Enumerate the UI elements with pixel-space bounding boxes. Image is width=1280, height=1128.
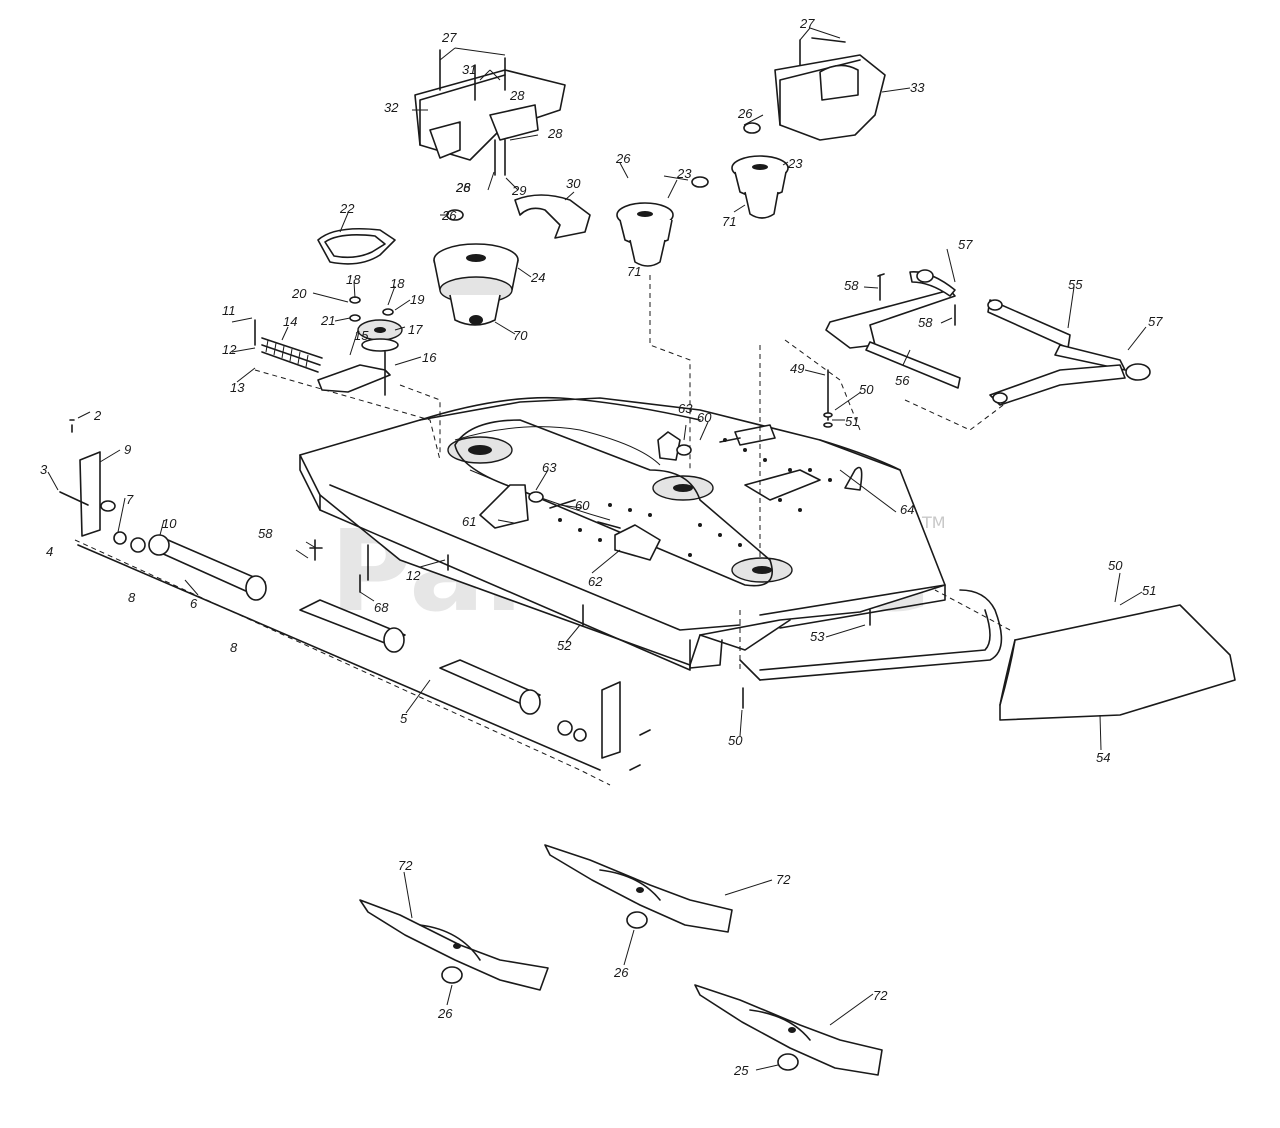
callout-4: 4 (46, 544, 53, 559)
callout-62: 62 (588, 574, 603, 589)
callout-60-top: 60 (697, 410, 712, 425)
callout-17: 17 (408, 322, 423, 337)
callout-72-top: 72 (776, 872, 791, 887)
callout-70: 70 (513, 328, 528, 343)
callout-13: 13 (230, 380, 245, 395)
callout-27-right: 27 (799, 16, 815, 31)
callout-14: 14 (283, 314, 297, 329)
callout-16: 16 (422, 350, 437, 365)
callout-26-blade-top: 26 (613, 965, 629, 980)
callout-26-mid: 26 (615, 151, 631, 166)
callout-50-chute: 50 (1108, 558, 1123, 573)
callout-63-mid: 63 (542, 460, 557, 475)
callout-3: 3 (40, 462, 48, 477)
callout-26-blade-left: 26 (437, 1006, 453, 1021)
callout-22: 22 (339, 201, 355, 216)
callout-labels: 2 3 4 5 6 7 8 8 9 10 11 12 12 13 14 15 1… (40, 16, 1163, 1078)
callout-18-right: 18 (390, 276, 405, 291)
callout-60-mid: 60 (575, 498, 590, 513)
mower-blade-right (694, 984, 883, 1076)
callout-58-linkage-mid: 58 (918, 315, 933, 330)
callout-49: 49 (790, 361, 804, 376)
callout-26-pulley: 26 (441, 208, 457, 223)
callout-6: 6 (190, 596, 198, 611)
callout-57-right: 57 (1148, 314, 1163, 329)
leader-lines (47, 27, 1147, 1071)
callout-23-right: 23 (787, 156, 803, 171)
callout-5: 5 (400, 711, 408, 726)
callout-52: 52 (557, 638, 572, 653)
callout-7: 7 (126, 492, 134, 507)
callout-50-deck: 50 (728, 733, 743, 748)
callout-25: 25 (733, 1063, 749, 1078)
callout-53: 53 (810, 629, 825, 644)
callout-28-top: 28 (509, 88, 525, 103)
callout-8-left: 8 (128, 590, 136, 605)
callout-61: 61 (462, 514, 476, 529)
callout-11: 11 (222, 303, 236, 318)
callout-27-left: 27 (441, 30, 457, 45)
callout-12-top: 12 (222, 342, 237, 357)
deck-brackets (479, 424, 776, 561)
callout-31: 31 (462, 62, 476, 77)
mower-blade-left (359, 899, 549, 991)
callout-71-right: 71 (722, 214, 736, 229)
callout-8-mid: 8 (230, 640, 238, 655)
spindle-pulley-center (433, 243, 519, 326)
callout-19: 19 (410, 292, 424, 307)
callout-63-top: 63 (678, 401, 693, 416)
callout-64: 64 (900, 502, 914, 517)
callout-54: 54 (1096, 750, 1110, 765)
callout-21: 21 (320, 313, 335, 328)
callout-51-linkage: 51 (845, 414, 859, 429)
belt-cover-right (774, 54, 886, 141)
callout-72-left: 72 (398, 858, 413, 873)
idler-assembly (254, 319, 403, 396)
callout-20: 20 (291, 286, 307, 301)
callout-58-deck: 58 (258, 526, 273, 541)
callout-26-cover: 26 (737, 106, 753, 121)
callout-57-top: 57 (958, 237, 973, 252)
callout-12-bottom: 12 (406, 568, 421, 583)
watermark-trademark: TM (921, 513, 946, 532)
callout-28-bottom: 28 (455, 180, 471, 195)
callout-30: 30 (566, 176, 581, 191)
callout-32: 32 (384, 100, 399, 115)
callout-28-mid: 28 (547, 126, 563, 141)
callout-55: 55 (1068, 277, 1083, 292)
callout-56: 56 (895, 373, 910, 388)
callout-33: 33 (910, 80, 925, 95)
callout-15: 15 (354, 328, 369, 343)
callout-72-right: 72 (873, 988, 888, 1003)
v-belts (317, 194, 591, 265)
callout-29: 29 (511, 183, 526, 198)
callout-9: 9 (124, 442, 131, 457)
callout-71-mid: 71 (627, 264, 641, 279)
callout-58-linkage-top: 58 (844, 278, 859, 293)
fasteners (309, 37, 956, 709)
deck-belt (454, 419, 773, 587)
spindle-pulley-mid (616, 202, 674, 267)
callout-23-mid: 23 (676, 166, 692, 181)
callout-50-linkage: 50 (859, 382, 874, 397)
callout-10: 10 (162, 516, 177, 531)
callout-18-left: 18 (346, 272, 361, 287)
callout-68: 68 (374, 600, 389, 615)
callout-24: 24 (530, 270, 545, 285)
callout-2: 2 (93, 408, 102, 423)
anti-scalp-roller-bar (59, 419, 651, 771)
discharge-chute (739, 589, 1236, 721)
callout-26-cover-left: 26 (455, 180, 471, 195)
lift-linkage (825, 269, 1151, 406)
belt-cover-left (414, 69, 566, 161)
mower-blade-top (544, 844, 733, 933)
callout-51-chute: 51 (1142, 583, 1156, 598)
spindle-pulley-right (731, 155, 789, 219)
